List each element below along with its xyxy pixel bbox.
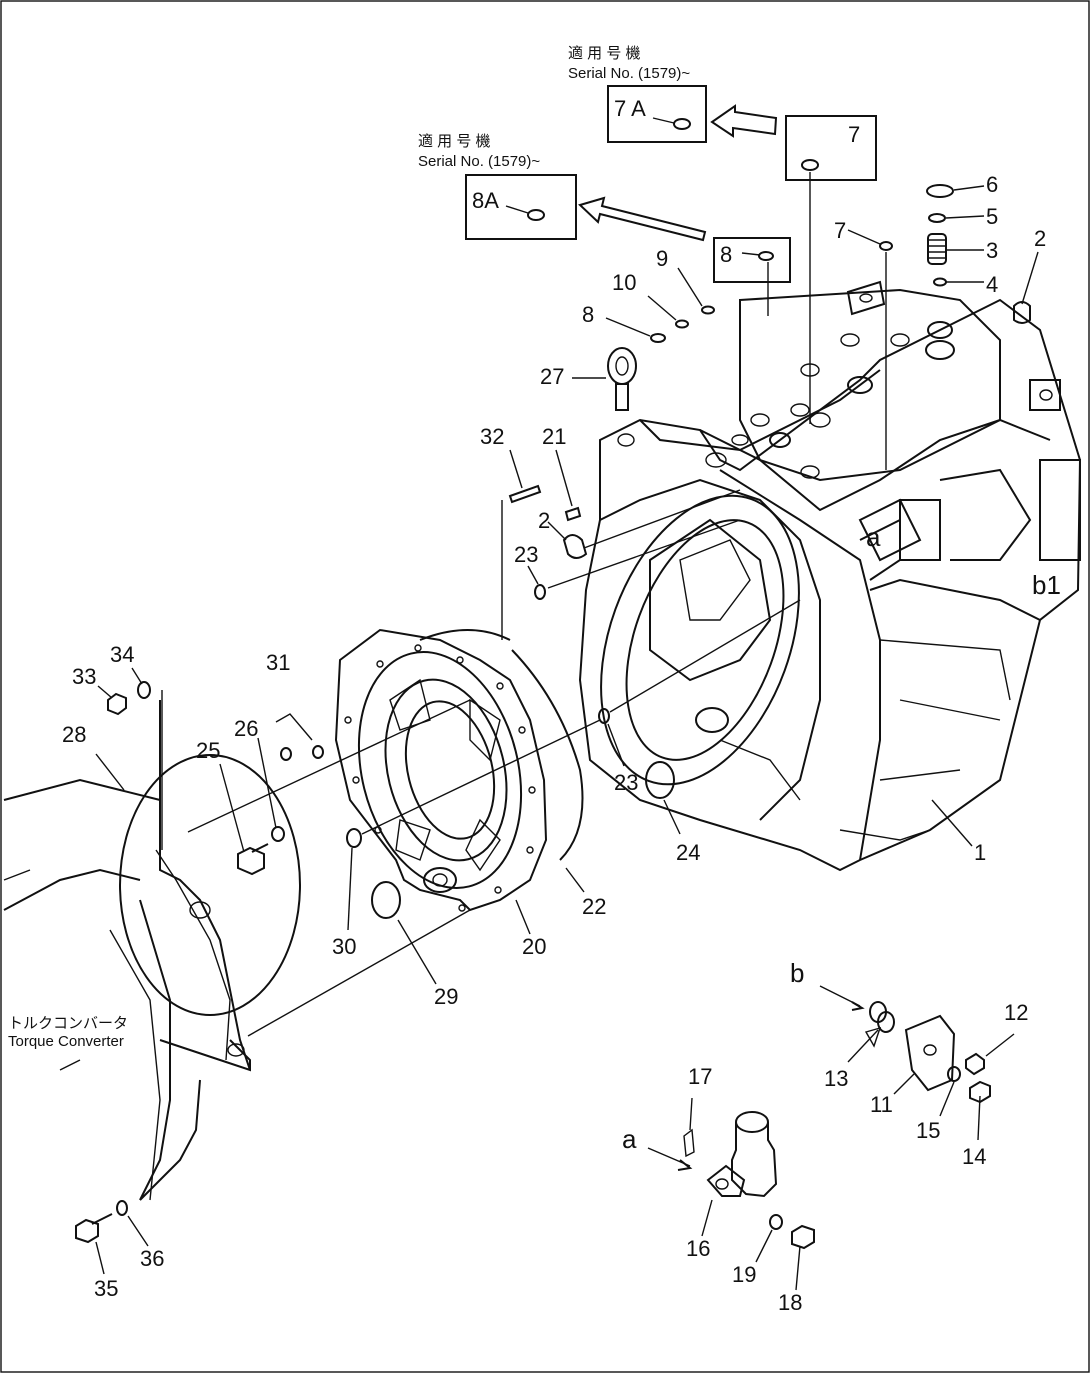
detail-a xyxy=(647,1097,815,1291)
oring-9 xyxy=(701,305,715,315)
pin-21 xyxy=(564,506,582,522)
oring-10 xyxy=(675,319,689,329)
oring-28 xyxy=(119,754,301,1016)
part-label-12: 12 xyxy=(1004,1000,1028,1025)
box-8 xyxy=(713,237,791,283)
plug-2-right xyxy=(1013,301,1031,324)
torque-converter-label-jp: トルクコンバータ xyxy=(8,1015,128,1032)
part-label-32: 32 xyxy=(480,424,504,449)
torque-converter-label-en: Torque Converter xyxy=(8,1033,124,1050)
part-label-6: 6 xyxy=(986,172,998,197)
box-8A xyxy=(465,174,577,240)
pin-32 xyxy=(508,484,542,504)
oring-23-lower xyxy=(598,708,610,724)
oring-7A xyxy=(673,118,691,130)
part-label-14: 14 xyxy=(962,1144,986,1169)
oring-8 xyxy=(650,333,666,343)
part-label-7a: 7 xyxy=(848,122,860,147)
washer-26 xyxy=(271,826,285,842)
part-label-9: 9 xyxy=(656,246,668,271)
serial-note-1-jp: 適 用 号 機 xyxy=(568,44,641,62)
serial-note-1-en: Serial No. (1579)~ xyxy=(568,65,690,82)
plug-2-left xyxy=(562,534,588,559)
torque-converter-housing xyxy=(3,699,471,1201)
part-label-2a: 2 xyxy=(1034,226,1046,251)
part-label-26: 26 xyxy=(234,716,258,741)
box-7 xyxy=(785,115,877,181)
part-label-31: 31 xyxy=(266,650,290,675)
part-label-2b: 2 xyxy=(538,508,550,533)
part-label-4: 4 xyxy=(986,272,998,297)
part-label-20: 20 xyxy=(522,934,546,959)
part-label-17: 17 xyxy=(688,1064,712,1089)
part-label-7b: 7 xyxy=(834,218,846,243)
part-label-19: 19 xyxy=(732,1262,756,1287)
part-label-35: 35 xyxy=(94,1276,118,1301)
seal-ring-22 xyxy=(419,629,584,861)
detail-b xyxy=(819,985,1015,1141)
box-7A xyxy=(607,85,707,143)
oring-24 xyxy=(645,761,675,799)
view-letter-b: b xyxy=(790,958,804,988)
part-label-28: 28 xyxy=(62,722,86,747)
part-label-5: 5 xyxy=(986,204,998,229)
view-letter-a: a xyxy=(622,1124,637,1154)
oring-5 xyxy=(928,213,946,223)
part-label-3: 3 xyxy=(986,238,998,263)
part-label-21: 21 xyxy=(542,424,566,449)
part-label-15: 15 xyxy=(916,1118,940,1143)
plug-3 xyxy=(927,233,947,265)
callout-a: a xyxy=(866,522,881,552)
part-label-23b: 23 xyxy=(614,770,638,795)
serial-note-2-jp: 適 用 号 機 xyxy=(418,132,491,150)
oring-7 xyxy=(879,241,893,251)
washer-36 xyxy=(116,1200,128,1216)
part-label-8A: 8A xyxy=(472,188,499,213)
part-label-27: 27 xyxy=(540,364,564,389)
part-label-24: 24 xyxy=(676,840,700,865)
part-label-22: 22 xyxy=(582,894,606,919)
transmission-housing xyxy=(578,280,1082,872)
part-label-29: 29 xyxy=(434,984,458,1009)
eyebolt-27 xyxy=(607,347,637,385)
part-label-30: 30 xyxy=(332,934,356,959)
part-label-16: 16 xyxy=(686,1236,710,1261)
part-label-11: 11 xyxy=(870,1092,893,1117)
callout-b1: b1 xyxy=(1032,570,1061,600)
part-label-18: 18 xyxy=(778,1290,802,1315)
part-label-13: 13 xyxy=(824,1066,848,1091)
arrow-to-7A xyxy=(710,104,778,138)
oring-30 xyxy=(346,828,362,848)
seal-29 xyxy=(371,881,401,919)
pump-cover-20 xyxy=(334,628,548,912)
oring-6 xyxy=(926,184,954,198)
part-label-10: 10 xyxy=(612,270,636,295)
arrow-to-8A xyxy=(578,196,707,242)
oring-4 xyxy=(933,277,947,287)
part-label-23a: 23 xyxy=(514,542,538,567)
part-label-25: 25 xyxy=(196,738,220,763)
bolt-25 xyxy=(237,846,265,876)
bolt-35 xyxy=(75,1218,99,1244)
part-31-bracket xyxy=(275,713,313,741)
part-label-8b: 8 xyxy=(720,242,732,267)
part-label-33: 33 xyxy=(72,664,96,689)
nut-33 xyxy=(107,692,127,716)
part-label-34: 34 xyxy=(110,642,134,667)
washer-34 xyxy=(137,681,151,699)
part-label-7A: 7 A xyxy=(614,96,646,121)
oring-8A xyxy=(527,209,545,221)
serial-note-2-en: Serial No. (1579)~ xyxy=(418,153,540,170)
part-label-36: 36 xyxy=(140,1246,164,1271)
part-label-1: 1 xyxy=(974,840,986,865)
oring-23-upper xyxy=(534,584,546,600)
part-label-8a: 8 xyxy=(582,302,594,327)
